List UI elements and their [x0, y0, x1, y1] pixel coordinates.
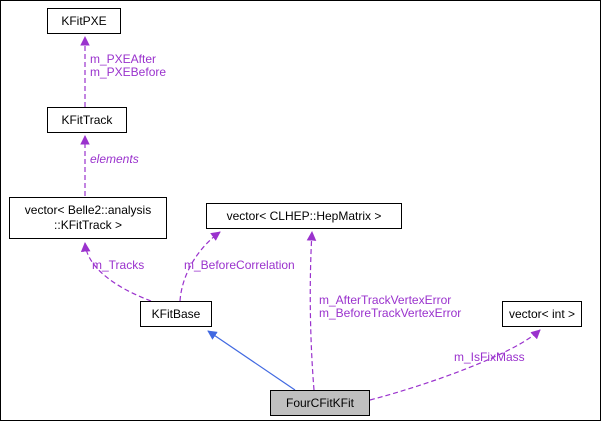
- edge-label-tracks: m_Tracks: [92, 258, 145, 272]
- node-kfittrack[interactable]: KFitTrack: [47, 107, 127, 133]
- edge-label-is-fix-mass: m_IsFixMass: [454, 350, 525, 364]
- edge-label-before-correlation: m_BeforeCorrelation: [184, 258, 295, 272]
- node-kfitpxe[interactable]: KFitPXE: [47, 8, 121, 34]
- edge-label-pxe: m_PXEAfter m_PXEBefore: [90, 52, 167, 79]
- edge-fourc-inherits-base: [207, 330, 296, 391]
- edge-fourc-to-vectorint: [369, 329, 541, 401]
- edge-fourc-to-hepmatrix: [306, 231, 317, 391]
- node-kfitbase[interactable]: KFitBase: [140, 301, 212, 327]
- node-vector-int[interactable]: vector< int >: [502, 301, 582, 327]
- node-fourcfitkfit[interactable]: FourCFitKFit: [270, 390, 370, 416]
- edge-base-to-vectortrack: [80, 242, 152, 302]
- edge-label-track-vertex-error: m_AfterTrackVertexError m_BeforeTrackVer…: [319, 293, 462, 320]
- node-vector-hepmatrix[interactable]: vector< CLHEP::HepMatrix >: [206, 203, 402, 229]
- node-vector-kfittrack[interactable]: vector< Belle2::analysis ::KFitTrack >: [9, 197, 167, 239]
- edge-label-elements: elements: [90, 152, 139, 166]
